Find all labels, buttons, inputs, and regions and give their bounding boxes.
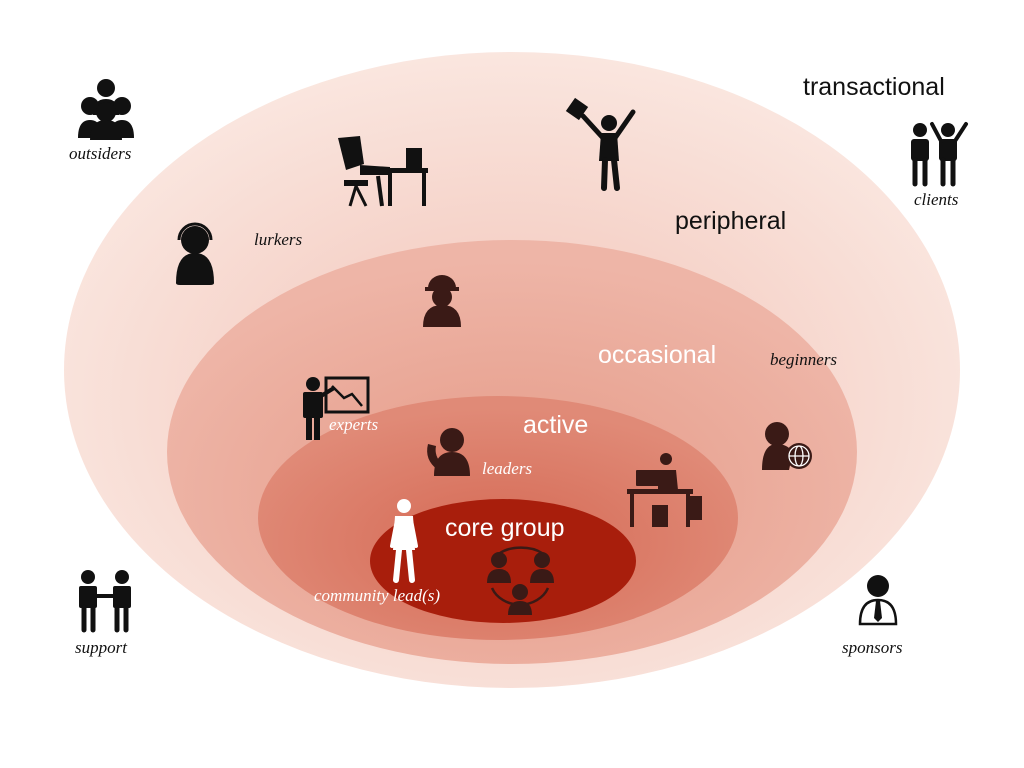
role-label-leaders: leaders — [482, 459, 532, 478]
person-globe-icon — [762, 422, 812, 470]
person-reclining-desk-icon — [338, 136, 428, 207]
role-label-sponsors: sponsors — [842, 638, 903, 657]
ring-label-peripheral: peripheral — [675, 207, 786, 235]
role-label-support: support — [75, 638, 128, 657]
role-label-clients: clients — [914, 190, 959, 209]
standing-person-icon — [390, 499, 418, 583]
role-label-experts: experts — [329, 415, 378, 434]
construction-worker-icon — [423, 275, 461, 327]
ring-label-transactional: transactional — [803, 73, 945, 101]
connected-people-icon — [487, 546, 554, 615]
presenter-chart-icon — [303, 376, 370, 440]
role-label-beginners: beginners — [770, 350, 837, 369]
businessperson-icon — [858, 575, 898, 626]
desk-workers-icon — [627, 453, 702, 527]
ring-label-occasional: occasional — [598, 341, 716, 369]
role-label-lurkers: lurkers — [254, 230, 303, 249]
ring-label-active: active — [523, 411, 588, 439]
role-label-community-leads: community lead(s) — [314, 586, 440, 605]
handshake-support-icon — [79, 570, 131, 633]
people-group-icon — [78, 79, 134, 140]
person-phone-icon — [427, 428, 470, 476]
ring-label-core-group: core group — [445, 514, 565, 542]
person-celebrating-icon — [565, 97, 636, 191]
clients-icon — [911, 122, 968, 187]
role-label-outsiders: outsiders — [69, 144, 132, 163]
headset-person-icon — [176, 222, 214, 285]
